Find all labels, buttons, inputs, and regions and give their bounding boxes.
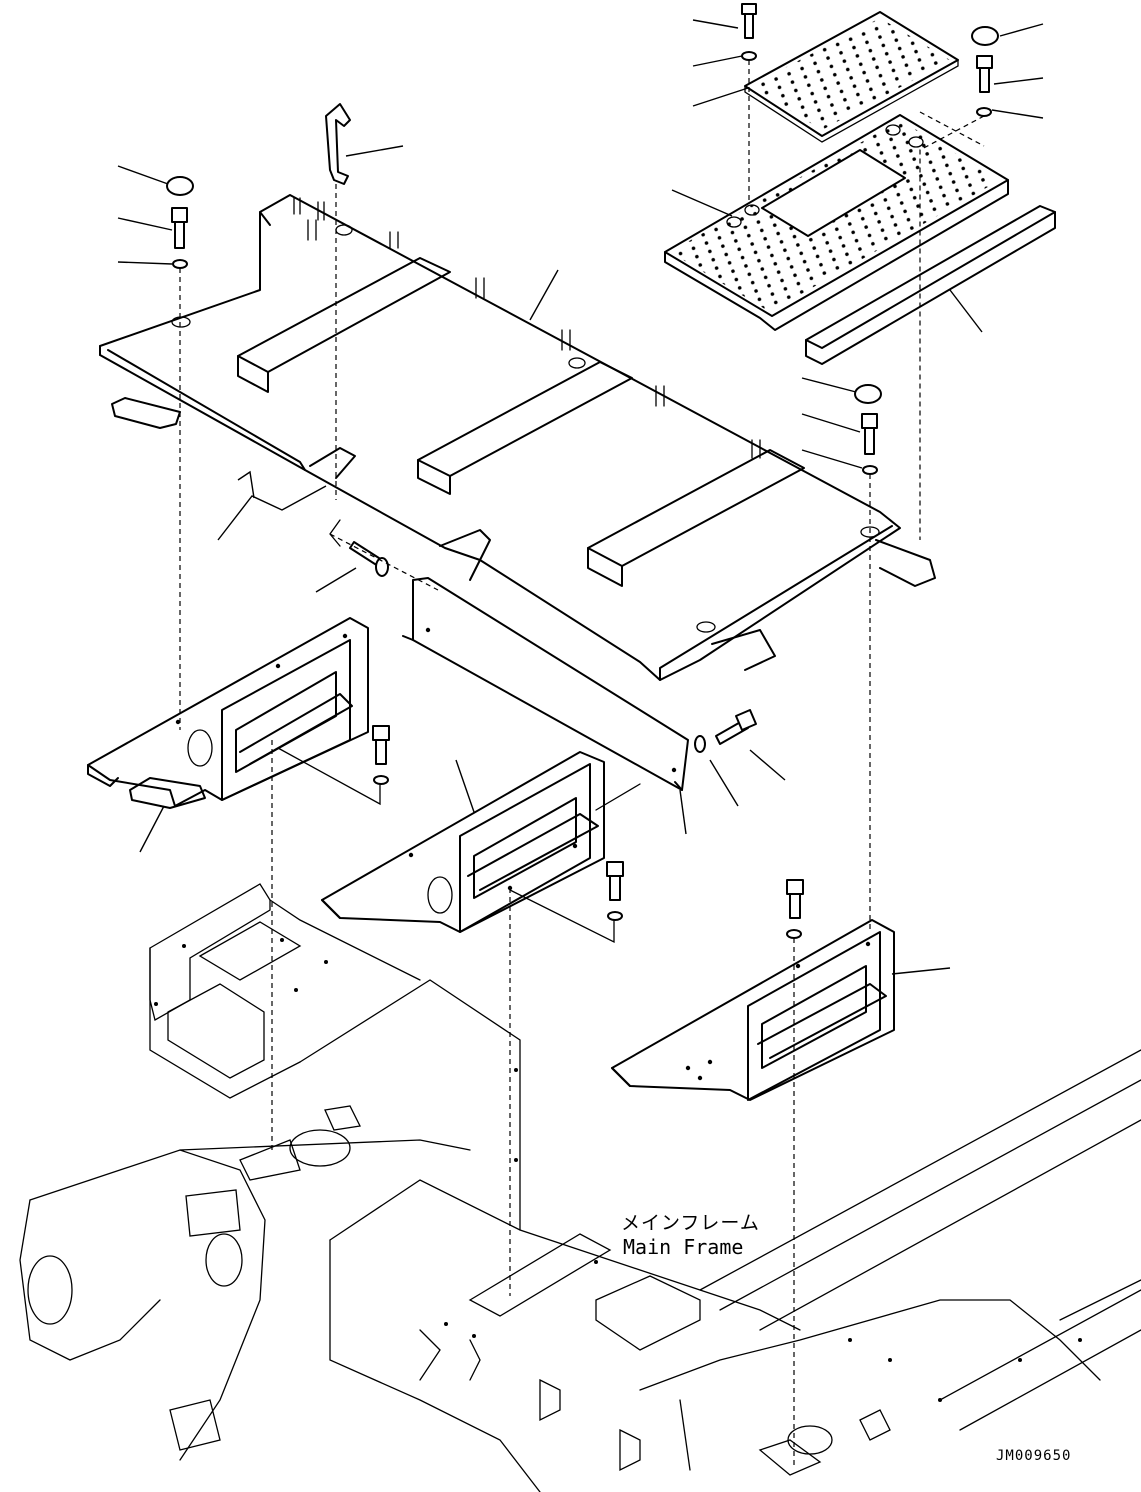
bolt-bracket-left <box>372 725 390 765</box>
bracket-center <box>321 751 605 933</box>
main-frame-label-en: Main Frame <box>623 1235 744 1259</box>
bolt-right <box>861 413 878 455</box>
bolt-bracket-center <box>606 861 624 901</box>
side-rail <box>805 205 1056 365</box>
bolt-left <box>171 207 188 249</box>
main-frame-label-jp: メインフレーム <box>621 1212 760 1234</box>
main-frame <box>19 883 1141 1492</box>
washer-right <box>862 465 878 475</box>
drawing-number: JM009650 <box>996 1448 1072 1464</box>
cap-top-right <box>971 26 999 46</box>
alignment-lines <box>179 60 985 1468</box>
bolt-bracket-right <box>786 879 804 919</box>
top-cover-plate <box>744 11 959 143</box>
side-panel <box>402 577 689 791</box>
bolt-top-right <box>976 55 993 93</box>
step-plate <box>664 114 1009 331</box>
leader-lines <box>117 19 1044 975</box>
washer-bracket-right <box>786 929 802 939</box>
washer-top-right <box>976 107 992 117</box>
bracket-left <box>87 617 369 809</box>
washer-top <box>741 51 757 61</box>
main-floor-plate <box>99 194 936 681</box>
bracket-right <box>611 919 895 1101</box>
pin <box>349 541 389 577</box>
washer-bracket-left <box>373 775 389 785</box>
lock-handle <box>325 103 351 185</box>
washer-left <box>172 259 188 269</box>
washer-bracket-center <box>607 911 623 921</box>
cap-left <box>166 176 194 196</box>
bolt-top <box>741 3 757 39</box>
cap-right <box>854 384 882 404</box>
bolt-side-panel <box>715 709 757 745</box>
washer-side-panel <box>694 735 706 753</box>
